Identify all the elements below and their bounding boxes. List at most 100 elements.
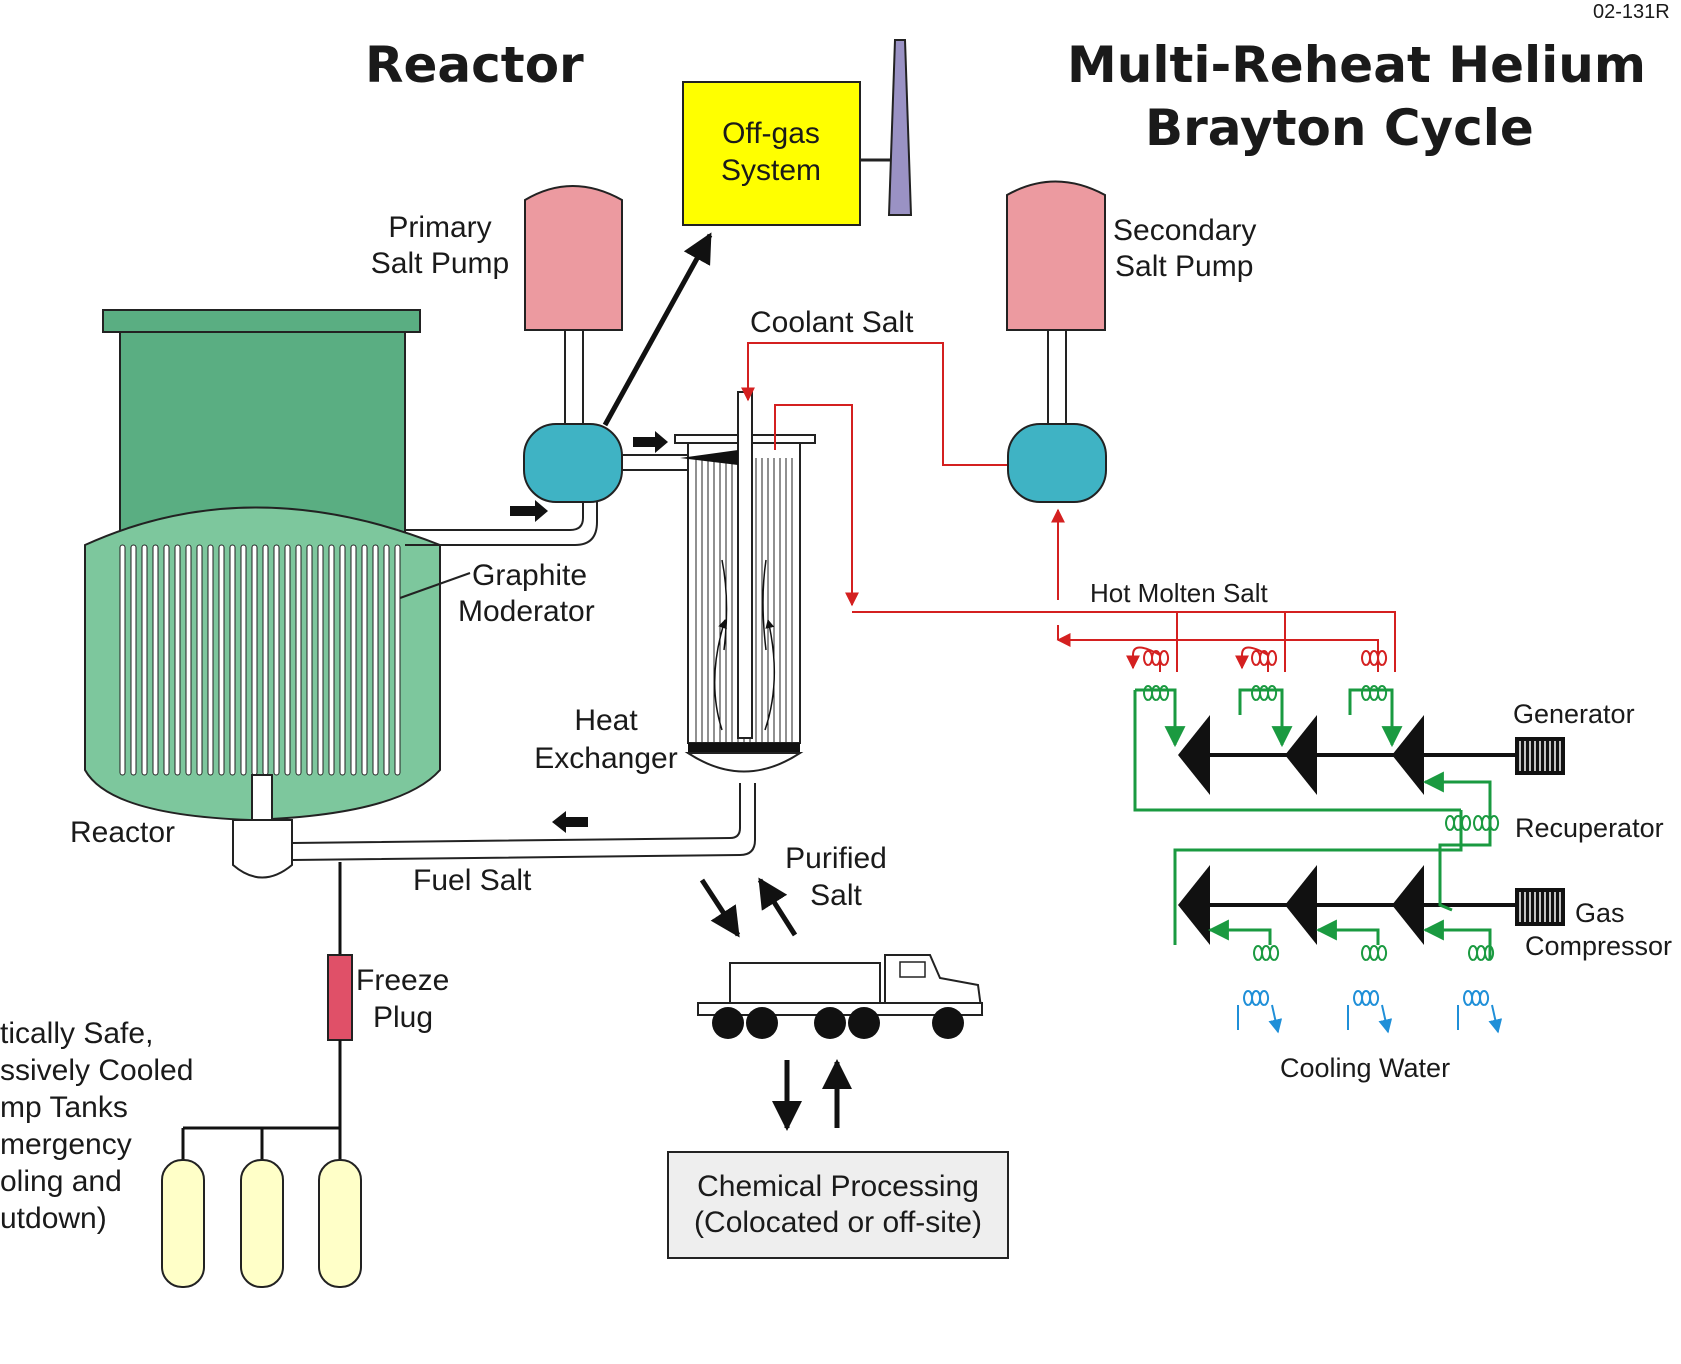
primary-salt-pump: [523, 185, 623, 503]
recuperator-coil: [1445, 815, 1472, 831]
graphite-channel: [119, 544, 126, 776]
dump-tank-label-2: ssively Cooled: [0, 1054, 193, 1087]
green-coil-bottom: [1253, 945, 1280, 961]
offgas-system-box: [682, 81, 861, 226]
chem-label-2: (Colocated or off-site): [694, 1206, 982, 1239]
flow-arrow-to-pump: [510, 500, 548, 522]
primary-pump-shaft: [564, 329, 584, 426]
recuperator-coil: [1473, 815, 1500, 831]
helium-heat-exchanger-coils: [1143, 685, 1500, 961]
dump-tank-1: [161, 1159, 205, 1288]
hx-bottom-head: [684, 752, 804, 773]
secondary-pump-label-2: Salt Pump: [1115, 250, 1253, 283]
blue-coil: [1353, 990, 1380, 1006]
truck-wheel-2: [746, 1007, 778, 1039]
graphite-label-2: Moderator: [458, 595, 595, 628]
graphite-channel: [328, 544, 335, 776]
brayton-cycle: [1133, 685, 1565, 1032]
graphite-moderator-channels: [119, 544, 401, 776]
transport-truck: [697, 954, 984, 1039]
turbine-stage-1: [1178, 715, 1210, 795]
dump-tank-3: [318, 1159, 362, 1288]
offgas-label-1: Off-gas: [722, 117, 820, 150]
secondary-pump-shaft: [1047, 329, 1067, 426]
graphite-channel: [295, 544, 302, 776]
blue-coil: [1463, 990, 1490, 1006]
helium-recuperator-in: [1422, 771, 1492, 793]
red-coil: [1143, 650, 1170, 666]
secondary-pump-label-1: Secondary: [1113, 214, 1256, 247]
dump-manifold: [181, 1126, 342, 1160]
green-coil-top: [1251, 685, 1278, 701]
green-coil-top: [1143, 685, 1170, 701]
graphite-channel: [130, 544, 137, 776]
chem-label-1: Chemical Processing: [697, 1170, 979, 1203]
freeze-plug: [327, 954, 353, 1041]
graphite-channel: [339, 544, 346, 776]
recuperator-label: Recuperator: [1515, 813, 1664, 843]
blue-coil: [1243, 990, 1270, 1006]
dump-tank-label-6: utdown): [0, 1202, 107, 1235]
pipe-fuel-salt-return-outer: [291, 783, 756, 861]
hx-center-tube: [737, 391, 753, 739]
compressor-stage-1: [1178, 865, 1210, 945]
gas-compressor-label-1: Gas: [1575, 898, 1625, 928]
graphite-channel: [350, 544, 357, 776]
cooling-water-flow: [1457, 1004, 1498, 1032]
truck-wheel-5: [932, 1007, 964, 1039]
coolant-salt-label: Coolant Salt: [750, 306, 914, 339]
green-coil-bottom: [1468, 945, 1495, 961]
graphite-channel: [262, 544, 269, 776]
graphite-channel: [174, 544, 181, 776]
flow-arrow-fuel-return: [552, 811, 588, 833]
truck-window: [899, 961, 926, 978]
graphite-channel: [240, 544, 247, 776]
primary-pump-casing: [523, 423, 623, 503]
helium-to-turbine-1: [1135, 688, 1186, 748]
coolant-salt-line-to-hx: [741, 342, 1008, 466]
secondary-pump-motor: [1006, 180, 1106, 331]
secondary-pump-casing: [1007, 423, 1107, 503]
graphite-channel: [141, 544, 148, 776]
title-brayton-1: Multi-Reheat Helium: [1067, 36, 1646, 94]
reactor-drain-stub: [251, 774, 273, 821]
pipe-reactor-to-pump-inner: [405, 502, 598, 546]
graphite-channel: [372, 544, 379, 776]
compressor-stage-3: [1392, 865, 1424, 945]
reactor-label: Reactor: [70, 816, 175, 849]
hot-salt-heater-coils: [1143, 650, 1388, 666]
reactor-vessel: [84, 309, 441, 879]
graphite-channel: [383, 544, 390, 776]
coolant-salt-line-from-hx: [774, 404, 859, 607]
freeze-plug-label-1: Freeze: [356, 964, 449, 997]
heat-exchanger: [674, 391, 816, 773]
graphite-channel: [284, 544, 291, 776]
cooling-water-flow: [1237, 1004, 1278, 1032]
graphite-channel: [185, 544, 192, 776]
doc-id: 02-131R: [1593, 1, 1670, 23]
graphite-label-1: Graphite: [472, 559, 587, 592]
turbine-stage-2: [1285, 715, 1317, 795]
graphite-channel: [229, 544, 236, 776]
reactor-top-flange: [102, 309, 421, 333]
primary-pump-label-2: Salt Pump: [371, 247, 509, 280]
hx-tube-sheet: [688, 743, 800, 753]
exhaust-stack: [887, 39, 913, 216]
hx-flow-arrow-2: [764, 619, 776, 731]
title-brayton-2: Brayton Cycle: [1145, 99, 1534, 157]
reactor-bottom-pot: [232, 819, 293, 879]
helium-compressor-inter-1: [1207, 919, 1272, 945]
graphite-channel: [394, 544, 401, 776]
hot-salt-main-line: [852, 611, 1396, 672]
arrow-to-truck: [699, 878, 741, 938]
graphite-channel: [196, 544, 203, 776]
graphite-channel: [218, 544, 225, 776]
dump-tank-2: [240, 1159, 284, 1288]
reactor-upper-body: [119, 331, 406, 533]
cooling-water-label: Cooling Water: [1280, 1053, 1450, 1083]
graphite-channel: [163, 544, 170, 776]
graphite-channel: [317, 544, 324, 776]
truck-tank: [729, 962, 881, 1004]
gas-compressor-label-2: Compressor: [1525, 931, 1672, 961]
